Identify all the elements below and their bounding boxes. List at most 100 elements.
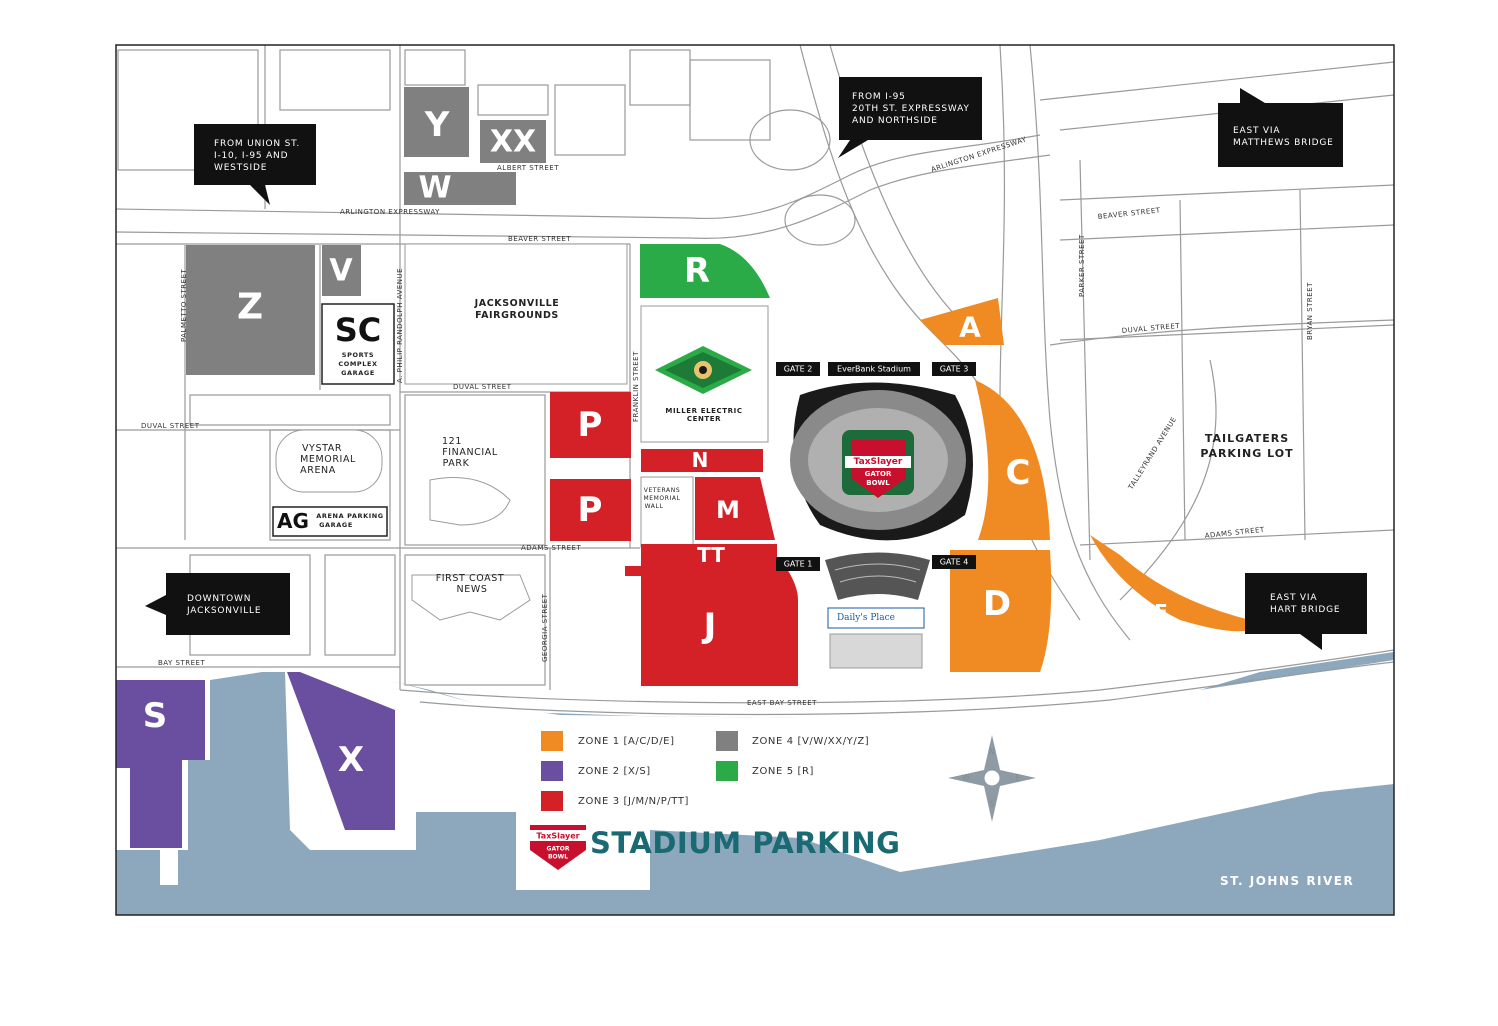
lot-S-label: S — [143, 696, 168, 736]
lot-E[interactable] — [1090, 535, 1250, 632]
gator-bowl-badge: TaxSlayer GATOR BOWL — [845, 440, 911, 498]
jaguars-logo — [655, 346, 752, 394]
vystar-line-2: MEMORIAL — [300, 454, 356, 465]
callout-i95-line-1: FROM I-95 — [852, 92, 906, 102]
callout-hart-line-2: HART BRIDGE — [1270, 605, 1340, 615]
veterans-line-3: WALL — [645, 503, 664, 510]
veterans-memorial-block — [640, 476, 694, 548]
lot-E-label: E — [1154, 600, 1168, 624]
street-bay: BAY STREET — [158, 659, 205, 667]
lot-M-label: M — [716, 496, 740, 524]
callout-downtown: DOWNTOWN JACKSONVILLE — [145, 573, 290, 635]
gate-1-label: GATE 1 — [784, 560, 813, 569]
lot-X[interactable] — [287, 672, 395, 830]
vystar-memorial-arena — [275, 429, 383, 493]
legend-label-zone4: ZONE 4 [V/W/XX/Y/Z] — [752, 736, 869, 747]
lot-Y[interactable] — [404, 87, 469, 157]
legend-swatch-zone5 — [716, 761, 738, 781]
lot-Y-label: Y — [424, 105, 450, 145]
lot-J[interactable] — [625, 566, 798, 686]
lot-V[interactable] — [322, 245, 361, 296]
miller-line-1: MILLER ELECTRIC — [665, 407, 742, 415]
vystar-line-1: VYSTAR — [302, 443, 342, 454]
lot-TT[interactable] — [641, 544, 777, 566]
street-adams-mid: ADAMS STREET — [521, 544, 581, 552]
fairgrounds-line-2: FAIRGROUNDS — [475, 310, 559, 321]
sc-garage-line-1: SPORTS — [342, 351, 374, 359]
lot-P-south-label: P — [578, 490, 603, 530]
legend-label-zone2: ZONE 2 [X/S] — [578, 766, 651, 777]
gate-4-marker: GATE 4 — [932, 555, 976, 569]
lot-X-label: X — [338, 740, 364, 780]
street-duval-mid: DUVAL STREET — [453, 383, 512, 391]
first-coast-line-1: FIRST COAST — [436, 573, 505, 584]
logo-line-3: BOWL — [548, 854, 568, 861]
lot-XX-label: XX — [490, 125, 536, 160]
lot-J-label: J — [702, 606, 717, 646]
lot-A[interactable] — [920, 298, 1004, 345]
callout-union-line-1: FROM UNION ST. — [214, 139, 300, 149]
street-philip-randolph: A. PHILIP RANDOLPH AVENUE — [396, 268, 404, 383]
lot-N-label: N — [692, 448, 709, 472]
street-franklin: FRANKLIN STREET — [632, 351, 640, 422]
callout-downtown-line-2: JACKSONVILLE — [186, 606, 261, 616]
gate-3-label: GATE 3 — [940, 365, 969, 374]
map-frame — [115, 44, 1395, 916]
street-arlington-west: ARLINGTON EXPRESSWAY — [340, 208, 440, 216]
lot-M[interactable] — [695, 477, 775, 540]
lot-R[interactable] — [640, 244, 770, 298]
veterans-line-2: MEMORIAL — [643, 495, 680, 502]
callout-union-line-2: I-10, I-95 AND — [214, 151, 288, 161]
financial-park-line-1: 121 — [442, 436, 462, 447]
street-beaver-west: BEAVER STREET — [508, 235, 571, 243]
gate-4-label: GATE 4 — [940, 558, 969, 567]
first-coast-news-building — [411, 574, 531, 621]
legend-swatch-zone2 — [541, 761, 563, 781]
logo-line-1: TaxSlayer — [536, 832, 579, 841]
everbank-label: EverBank Stadium — [837, 365, 911, 374]
financial-park-line-2: FINANCIAL — [442, 447, 498, 458]
lot-D[interactable] — [950, 550, 1052, 672]
lot-W-label: W — [418, 171, 451, 206]
ballpark-diamond — [429, 477, 511, 526]
callout-downtown-line-1: DOWNTOWN — [187, 594, 251, 604]
callout-hart-bridge: EAST VIA HART BRIDGE — [1245, 573, 1367, 650]
hotel-building — [829, 633, 923, 669]
compass-s: S — [989, 800, 994, 809]
dailys-place-sign — [827, 607, 925, 629]
lot-C-label: C — [1006, 453, 1031, 493]
lot-V-label: V — [329, 254, 353, 289]
callout-i95-line-3: AND NORTHSIDE — [852, 116, 938, 126]
lot-XX[interactable] — [480, 120, 546, 163]
street-parker: PARKER STREET — [1078, 234, 1086, 297]
lot-TT-label: TT — [697, 543, 725, 567]
river-label: ST. JOHNS RIVER — [1220, 874, 1354, 888]
lot-C[interactable] — [975, 380, 1050, 540]
legend-label-zone5: ZONE 5 [R] — [752, 766, 814, 777]
lot-R-label: R — [684, 251, 710, 291]
shoreline-land — [116, 660, 1394, 890]
lot-Z[interactable] — [186, 245, 315, 375]
lot-W[interactable] — [404, 172, 516, 205]
badge-line-2: GATOR — [865, 470, 892, 478]
street-east-bay: EAST BAY STREET — [747, 699, 817, 707]
tailgaters-line-2: PARKING LOT — [1200, 447, 1293, 460]
miller-line-2: CENTER — [687, 415, 721, 423]
lot-SC[interactable] — [321, 303, 395, 385]
callout-union-line-3: WESTSIDE — [214, 163, 267, 173]
gator-bowl-logo: TaxSlayer GATOR BOWL — [526, 825, 590, 870]
lot-AG[interactable] — [272, 506, 388, 537]
legend-swatch-zone1 — [541, 731, 563, 751]
veterans-line-1: VETERANS — [644, 487, 680, 494]
lot-P-north[interactable] — [550, 392, 631, 458]
legend-swatch-zone3 — [541, 791, 563, 811]
lot-N[interactable] — [641, 449, 763, 472]
compass-w: W — [962, 774, 970, 783]
badge-line-1: TaxSlayer — [854, 457, 903, 467]
lot-S[interactable] — [116, 680, 205, 848]
lot-P-south[interactable] — [550, 479, 631, 541]
street-bryan: BRYAN STREET — [1306, 282, 1314, 340]
callout-i95: FROM I-95 20TH ST. EXPRESSWAY AND NORTHS… — [838, 77, 982, 158]
everbank-label-bar — [828, 362, 920, 376]
